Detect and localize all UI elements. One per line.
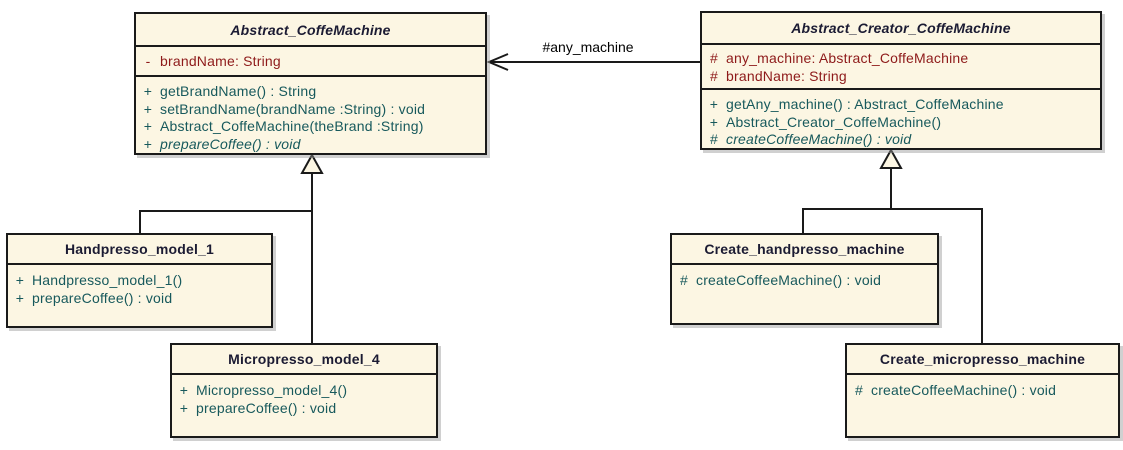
visibility-symbol: + <box>179 399 189 416</box>
class-title: Abstract_CoffeMachine <box>136 14 485 47</box>
methods-compartment: # createCoffeeMachine() : void <box>672 265 937 323</box>
method-row: + getBrandName() : String <box>136 83 485 101</box>
method-text: prepareCoffee() : void <box>160 135 301 152</box>
method-row: + setBrandName(brandName :String) : void <box>136 101 485 119</box>
attribute-row: # any_machine: Abstract_CoffeMachine <box>702 50 1100 68</box>
class-title: Micropresso_model_4 <box>172 345 436 375</box>
visibility-symbol: + <box>143 83 153 99</box>
method-row: + Micropresso_model_4() <box>172 382 436 400</box>
class-abstract-coffe-machine[interactable]: Abstract_CoffeMachine - brandName: Strin… <box>134 12 487 155</box>
class-handpresso-model-1[interactable]: Handpresso_model_1 + Handpresso_model_1(… <box>6 233 273 328</box>
visibility-symbol: + <box>15 272 25 288</box>
hollow-triangle-icon <box>300 152 324 174</box>
method-row: + Abstract_Creator_CoffeMachine() <box>702 114 1100 132</box>
method-row: # createCoffeeMachine() : void <box>672 272 937 290</box>
visibility-symbol: # <box>710 131 718 147</box>
attribute-row: - brandName: String <box>136 53 485 71</box>
visibility-symbol: - <box>145 53 151 69</box>
visibility-symbol: # <box>855 382 863 398</box>
method-text: createCoffeeMachine() : void <box>696 272 882 288</box>
methods-compartment: # createCoffeeMachine() : void <box>847 375 1118 436</box>
method-text: getBrandName() : String <box>160 83 317 99</box>
generalization-left <box>139 152 324 343</box>
visibility-symbol: + <box>15 289 25 306</box>
visibility-symbol: + <box>709 113 719 130</box>
attribute-text: brandName: String <box>726 67 847 84</box>
method-text: setBrandName(brandName :String) : void <box>160 100 426 117</box>
method-text: Micropresso_model_4() <box>196 382 348 398</box>
method-row: + prepareCoffee() : void <box>136 136 485 154</box>
attributes-compartment: - brandName: String <box>136 47 485 77</box>
method-row: # createCoffeeMachine() : void <box>847 382 1118 400</box>
attribute-text: brandName: String <box>160 53 281 69</box>
hollow-triangle-icon <box>879 147 903 169</box>
visibility-symbol: # <box>680 272 688 288</box>
visibility-symbol: + <box>179 382 189 398</box>
class-title: Create_handpresso_machine <box>672 235 937 265</box>
open-arrowhead-icon <box>486 53 509 71</box>
visibility-symbol: # <box>710 67 718 84</box>
class-title: Handpresso_model_1 <box>8 235 271 265</box>
visibility-symbol: + <box>143 100 153 117</box>
method-text: prepareCoffee() : void <box>196 399 337 416</box>
method-text: getAny_machine() : Abstract_CoffeMachine <box>726 96 1004 112</box>
visibility-symbol: + <box>709 96 719 112</box>
class-create-micropresso-machine[interactable]: Create_micropresso_machine # createCoffe… <box>845 343 1120 438</box>
visibility-symbol: + <box>143 118 153 134</box>
method-row: # createCoffeeMachine() : void <box>702 131 1100 149</box>
class-abstract-creator-coffe-machine[interactable]: Abstract_Creator_CoffeMachine # any_mach… <box>700 11 1102 150</box>
visibility-symbol: + <box>143 135 153 152</box>
attribute-row: # brandName: String <box>702 68 1100 86</box>
visibility-symbol: # <box>710 50 718 66</box>
method-row: + Abstract_CoffeMachine(theBrand :String… <box>136 118 485 136</box>
generalization-right <box>802 147 983 343</box>
method-text: createCoffeeMachine() : void <box>871 382 1057 398</box>
association-any-machine: #any_machine <box>486 39 700 71</box>
method-row: + prepareCoffee() : void <box>8 290 271 308</box>
association-label: #any_machine <box>542 39 633 55</box>
methods-compartment: + Handpresso_model_1() + prepareCoffee()… <box>8 265 271 326</box>
attribute-text: any_machine: Abstract_CoffeMachine <box>726 50 969 66</box>
method-text: Abstract_CoffeMachine(theBrand :String) <box>160 118 424 134</box>
methods-compartment: + Micropresso_model_4() + prepareCoffee(… <box>172 375 436 436</box>
attributes-compartment: # any_machine: Abstract_CoffeMachine # b… <box>702 45 1100 90</box>
method-row: + getAny_machine() : Abstract_CoffeMachi… <box>702 96 1100 114</box>
method-text: prepareCoffee() : void <box>32 289 173 306</box>
class-title: Abstract_Creator_CoffeMachine <box>702 13 1100 45</box>
class-create-handpresso-machine[interactable]: Create_handpresso_machine # createCoffee… <box>670 233 939 325</box>
methods-compartment: + getAny_machine() : Abstract_CoffeMachi… <box>702 90 1100 148</box>
methods-compartment: + getBrandName() : String + setBrandName… <box>136 77 485 153</box>
method-text: Abstract_Creator_CoffeMachine() <box>726 113 942 130</box>
method-row: + prepareCoffee() : void <box>172 400 436 418</box>
method-text: createCoffeeMachine() : void <box>726 131 912 147</box>
class-micropresso-model-4[interactable]: Micropresso_model_4 + Micropresso_model_… <box>170 343 438 438</box>
method-text: Handpresso_model_1() <box>32 272 183 288</box>
class-title: Create_micropresso_machine <box>847 345 1118 375</box>
method-row: + Handpresso_model_1() <box>8 272 271 290</box>
